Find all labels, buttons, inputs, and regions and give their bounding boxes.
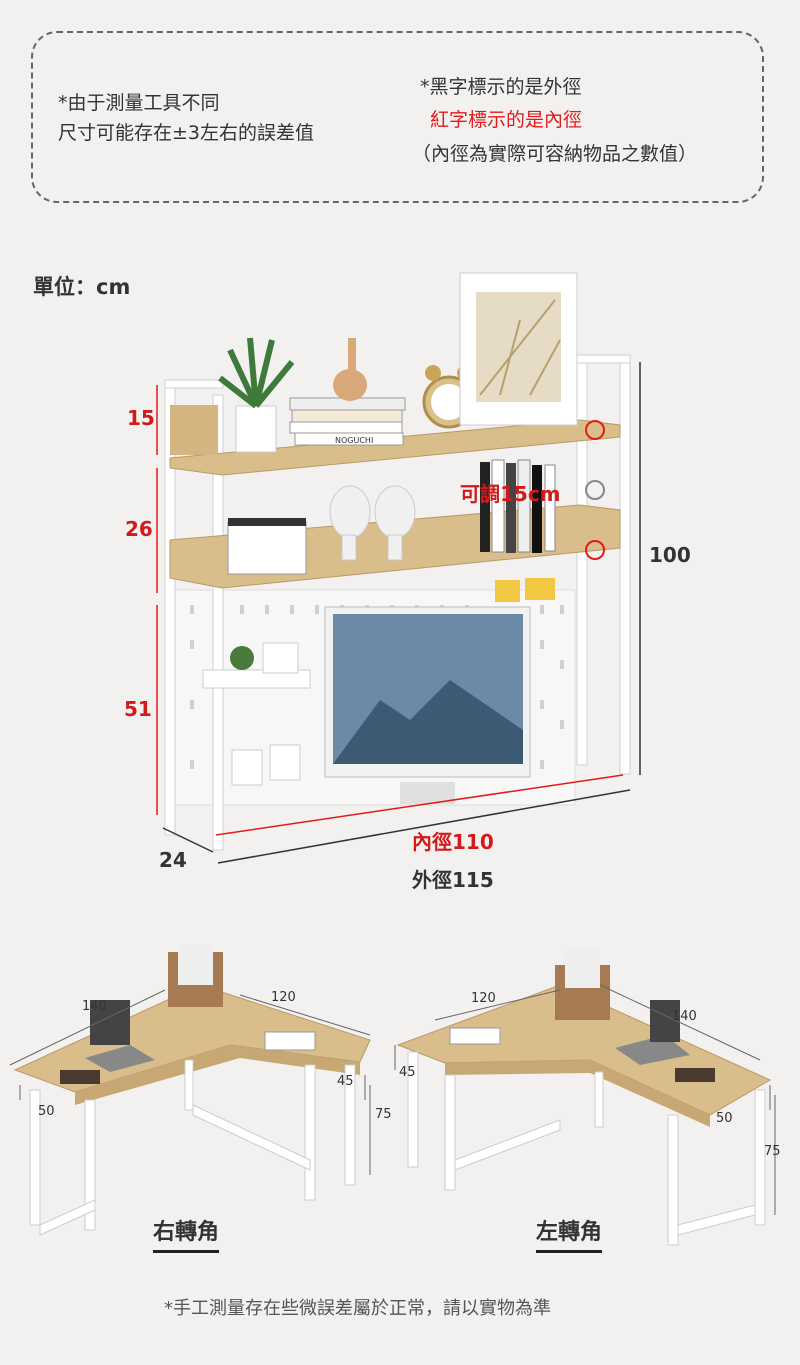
top-shelf [169, 419, 621, 476]
book-row [480, 459, 556, 553]
notice-black-outer: *黑字標示的是外徑 [420, 76, 582, 98]
outer-width-label: 外徑115 [412, 868, 494, 892]
dim-depth: 24 [159, 848, 187, 872]
desk-right-dim-lines [9, 989, 371, 1175]
desk-right-depth-50: 50 [38, 1104, 55, 1119]
adjust-hole-1 [585, 420, 605, 440]
notice-red-inner: 紅字標示的是內徑 [430, 109, 583, 131]
inner-width-label: 內徑110 [412, 830, 494, 854]
monitor-stand [400, 782, 455, 804]
desk-right-depth-45: 45 [337, 1074, 354, 1089]
cat-figurine [333, 369, 367, 401]
storage-box [227, 521, 307, 575]
notice-measure-note: *由于測量工具不同 [58, 92, 220, 114]
desk-right-width-120: 120 [271, 990, 296, 1005]
desk-left-width-120: 120 [471, 991, 496, 1006]
side-panel-top [170, 405, 218, 455]
notice-box [31, 31, 764, 203]
notice-error-note: 尺寸可能存在±3左右的誤差值 [58, 122, 315, 144]
desk-left-depth-50: 50 [716, 1111, 733, 1126]
plant-leaves [218, 337, 295, 409]
desk-left-width-140: 140 [672, 1009, 697, 1024]
plant-pot [235, 405, 277, 453]
shelf-frame [164, 354, 631, 851]
desk-left-dim-lines [394, 984, 776, 1215]
caption-right-corner: 右轉角 [153, 1214, 220, 1253]
desk-right [13, 945, 371, 1236]
dim-bottom-gap: 51 [124, 697, 152, 721]
desk-right-height-75: 75 [375, 1107, 392, 1122]
desk-right-width-140: 140 [82, 999, 107, 1014]
notice-inner-definition: （內徑為實際可容納物品之數值） [412, 143, 698, 165]
pegboard-cup-2 [269, 744, 301, 781]
inner-height-lines [156, 385, 624, 836]
desk-left-depth-45: 45 [399, 1065, 416, 1080]
desk-left-height-75: 75 [764, 1144, 781, 1159]
book-spine-label: NOGUCHI [335, 436, 373, 445]
adjust-hole-3 [585, 540, 605, 560]
bookshelf-illustration: NOGUCHI [156, 272, 641, 864]
dim-middle-gap: 26 [125, 517, 153, 541]
pegboard-cup-1 [231, 749, 263, 786]
outer-dim-lines [162, 362, 641, 864]
caption-left-corner: 左轉角 [536, 1214, 603, 1253]
dim-top-gap: 15 [127, 406, 155, 430]
footer-note: *手工測量存在些微誤差屬於正常，請以實物為準 [164, 1298, 551, 1319]
dim-total-height: 100 [649, 543, 691, 567]
adjust-hole-2 [585, 480, 605, 500]
adjustable-label: 可調15cm [460, 482, 561, 506]
desk-left [396, 950, 772, 1246]
unit-label: 單位：cm [33, 275, 131, 299]
pegboard-shelf [202, 669, 311, 689]
